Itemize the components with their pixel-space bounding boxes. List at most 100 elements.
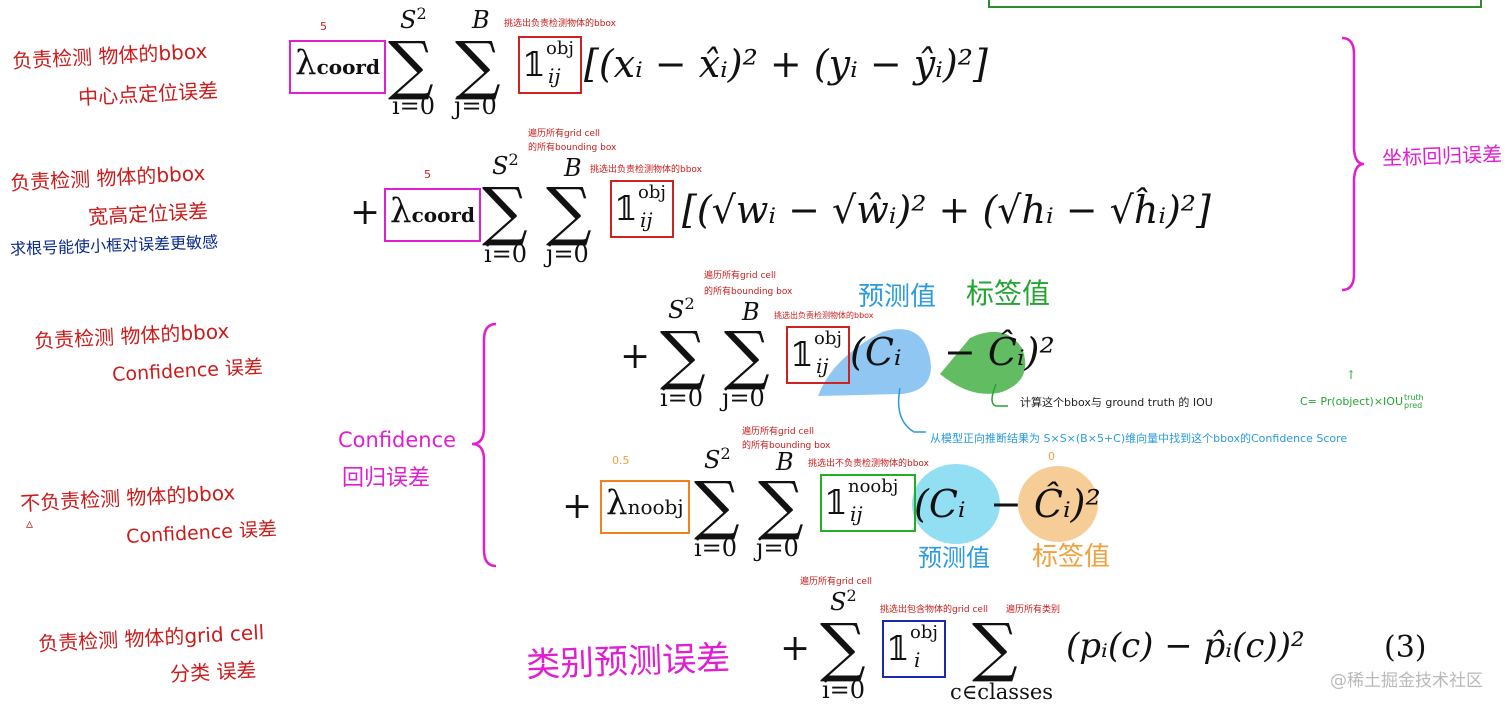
label-confidence-l1: Confidence (338, 428, 457, 452)
term-noobj-pred: (Cᵢ (914, 482, 966, 526)
coord-brace (1341, 36, 1365, 292)
annot-pick-obj-1: 挑选出负责检测物体的bbox (504, 19, 616, 29)
weight-coord-1: 5 (320, 20, 327, 33)
lambda-coord-1: λcoord (289, 40, 386, 94)
equation-number: (3) (1384, 630, 1427, 665)
note-cls-l2: 分类 误差 (169, 657, 258, 687)
indicator-symbol: 𝟙 (886, 629, 910, 669)
annot-iter-cells-1: 遍历所有grid cell (528, 129, 600, 139)
indicator-sup: noobj (848, 476, 899, 497)
indicator-sup: obj (910, 622, 938, 643)
annot-iter-cells-3: 遍历所有grid cell (742, 427, 814, 437)
indicator-symbol: 𝟙 (614, 189, 638, 229)
annot-arrows (897, 383, 1008, 433)
indicator-symbol: 𝟙 (824, 483, 848, 523)
annot-pick-cell: 挑选出包含物体的grid cell (880, 605, 988, 615)
sum1-upper: S2 (400, 4, 427, 34)
sum2-upper: B (472, 6, 490, 34)
note-coord-center-l1: 负责检测 物体的bbox (11, 38, 208, 74)
sum8-lower: j=0 (756, 534, 799, 562)
annot-predicted: 预测值 (858, 282, 937, 312)
indicator-obj-3: 𝟙 obj ij (786, 326, 850, 384)
indicator-sup: obj (638, 182, 666, 203)
label-confidence-l2: 回归误差 (342, 466, 431, 491)
annot-iter-classes: 遍历所有类别 (1006, 605, 1061, 615)
sum7-lower: i=0 (694, 534, 738, 562)
sum8-upper: B (776, 448, 794, 476)
arrow-up-icon: ↑ (1346, 368, 1357, 382)
annot-label-2: 标签值 (1032, 542, 1111, 572)
sum6-upper: B (742, 298, 760, 326)
plus-sign: + (350, 192, 381, 233)
sum6-lower: j=0 (722, 384, 765, 412)
annot-pick-noobj: 挑选出不负责检测物体的bbox (808, 459, 929, 469)
sum4-upper: B (564, 154, 582, 182)
indicator-sup: obj (814, 328, 842, 349)
annot-pick-obj-3: 挑选出负责检测物体的bbox (774, 311, 874, 320)
annot-iter-cells-2: 遍历所有grid cell (704, 271, 776, 281)
lambda-symbol: λ (390, 191, 412, 231)
weight-coord-2: 5 (424, 168, 431, 181)
sum-icon: ∑ (724, 319, 770, 393)
indicator-obj-1: 𝟙 obj ij (518, 36, 582, 94)
annot-predicted-2: 预测值 (918, 544, 990, 572)
note-coord-center-l2: 中心点定位误差 (77, 78, 219, 110)
sum10-lower: c∈classes (950, 680, 1054, 704)
formula-prefix: C= Pr(object)×IOU (1300, 395, 1404, 408)
annot-label: 标签值 (966, 277, 1051, 310)
annot-iter-boxes-2: 的所有bounding box (704, 287, 793, 297)
term-wh: [(√wᵢ − √ŵᵢ)² + (√hᵢ − √ĥᵢ)²] (682, 188, 1211, 232)
annot-iou-note: 计算这个bbox与 ground truth 的 IOU (1020, 396, 1213, 409)
lambda-noobj: λnoobj (600, 480, 690, 534)
lambda-sub: noobj (627, 495, 684, 519)
sum3-lower: i=0 (484, 240, 528, 268)
sum-icon: ∑ (758, 469, 804, 543)
sum-icon: ∑ (546, 175, 592, 249)
watermark: @稀土掘金技术社区 (1330, 671, 1483, 691)
sum2-lower: j=0 (454, 92, 497, 120)
plus-sign: + (562, 486, 593, 527)
highlight-circles (912, 464, 1098, 544)
sum-icon: ∑ (388, 29, 434, 103)
weight-noobj: 0.5 (612, 454, 630, 467)
annot-iter-boxes-3: 的所有bounding box (742, 441, 831, 451)
sum-icon: ∑ (455, 29, 501, 103)
sum7-upper: S2 (704, 444, 731, 474)
plus-sign: + (780, 628, 811, 669)
top-frame (988, 0, 1482, 8)
indicator-sub: ij (548, 64, 561, 88)
term-conf-label: − Ĉᵢ)² (944, 330, 1055, 374)
sum-icon: ∑ (482, 175, 528, 249)
indicator-sub: ij (850, 502, 863, 526)
indicator-sub: i (914, 648, 921, 672)
term-noobj-label: − Ĉᵢ)² (990, 482, 1101, 526)
sum3-upper: S2 (492, 150, 519, 180)
annot-iter-boxes-1: 的所有bounding box (528, 143, 617, 153)
note-sqrt: 求根号能使小框对误差更敏感 (9, 232, 219, 259)
sum1-lower: i=0 (392, 92, 436, 120)
lambda-coord-2: λcoord (384, 188, 481, 242)
sum9-lower: i=0 (822, 676, 866, 704)
label-coord-regression: 坐标回归误差 (1381, 141, 1503, 171)
indicator-symbol: 𝟙 (790, 335, 814, 375)
indicator-symbol: 𝟙 (522, 45, 546, 85)
note-wh-l2: 宽高定位误差 (87, 198, 209, 230)
note-cls-l1: 负责检测 物体的grid cell (37, 620, 265, 656)
indicator-sup: obj (546, 38, 574, 59)
sum-icon: ∑ (694, 469, 740, 543)
term-center: [(xᵢ − x̂ᵢ)² + (yᵢ − ŷᵢ)²] (584, 42, 988, 86)
indicator-noobj: 𝟙 noobj ij (820, 474, 916, 532)
highlight-shapes (818, 329, 1026, 396)
note-conf-obj-l2: Confidence 误差 (111, 356, 264, 386)
term-conf-pred: (Cᵢ (850, 330, 902, 374)
note-conf-noobj-l2: Confidence 误差 (125, 518, 278, 548)
annot-pick-obj-2: 挑选出负责检测物体的bbox (590, 165, 702, 175)
lambda-symbol: λ (606, 483, 628, 523)
indicator-obj-cell: 𝟙 obj i (882, 620, 946, 678)
sum-icon: ∑ (660, 319, 706, 393)
term-class: (pᵢ(c) − p̂ᵢ(c))² (1066, 626, 1305, 666)
sum5-upper: S2 (668, 294, 695, 324)
lambda-sub: coord (411, 203, 475, 227)
